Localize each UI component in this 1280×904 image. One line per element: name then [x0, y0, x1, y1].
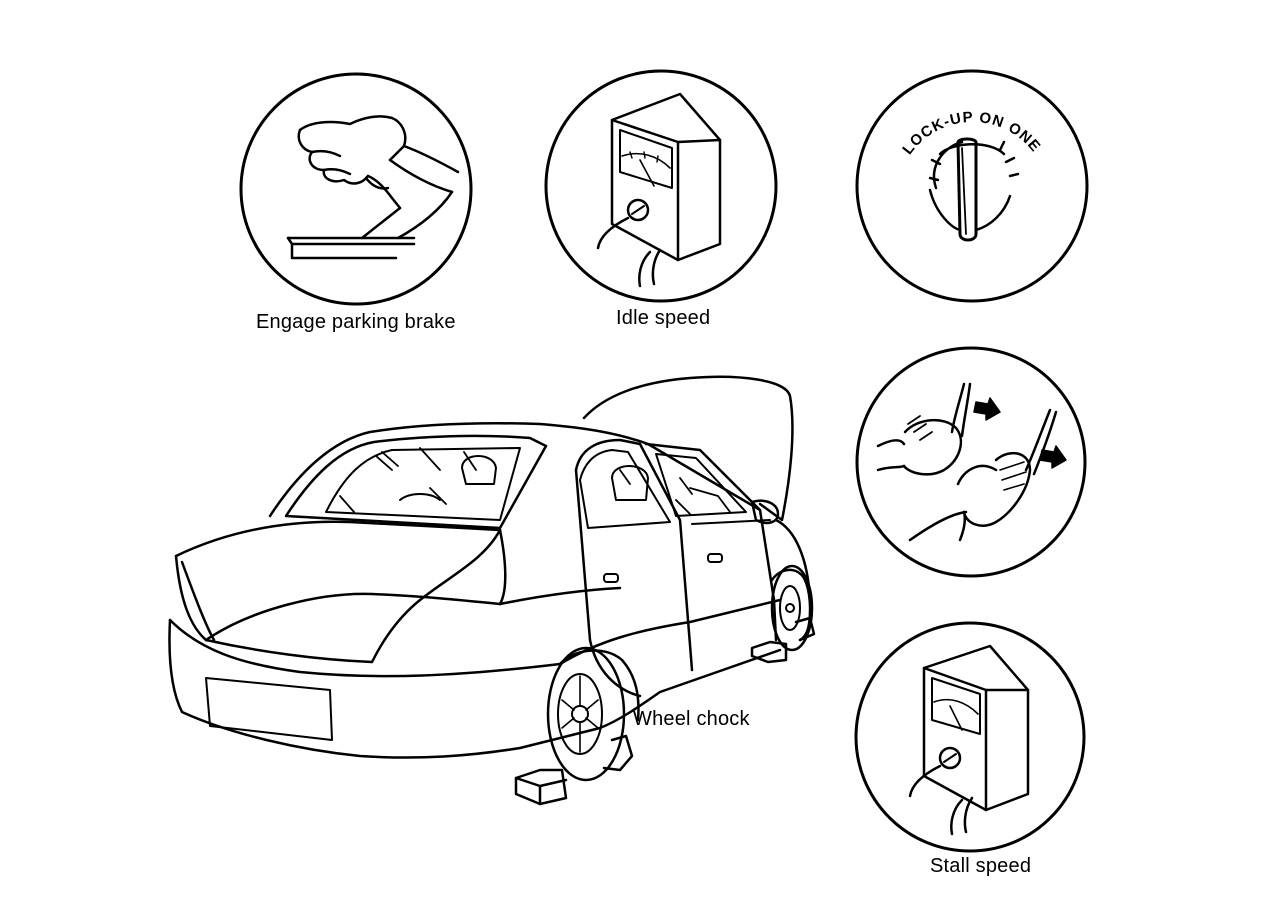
wheel-chock — [514, 734, 634, 806]
idle-speed-frame — [544, 69, 778, 303]
front-wheel — [770, 564, 814, 652]
stall-speed-frame — [854, 621, 1086, 853]
idle-speed-label: Idle speed — [616, 307, 711, 329]
selector-dial-icon — [928, 137, 1020, 242]
selector-legend-text: LOCK-UP ON ONE SLEEP — [0, 0, 1047, 160]
parking-brake-panel — [239, 72, 473, 306]
brake-lever-icon — [286, 236, 416, 260]
stall-speed-label: Stall speed — [930, 855, 1032, 877]
tachometer-icon — [908, 644, 1030, 836]
car-illustration — [168, 375, 812, 759]
tachometer-icon — [596, 92, 722, 288]
selector-legend: LOCK-UP ON ONE SLEEP — [0, 0, 1048, 160]
pedals-frame — [855, 346, 1087, 578]
parking-brake-label: Engage parking brake — [256, 311, 456, 333]
stall-speed-panel — [854, 621, 1086, 853]
idle-speed-panel — [544, 69, 778, 303]
wheel-chock-label: Wheel chock — [633, 708, 750, 730]
parking-brake-frame — [239, 72, 473, 306]
press-arrow-icon — [973, 397, 1067, 469]
wheel-chock — [750, 616, 816, 664]
hand-icon — [297, 115, 460, 240]
pedal-feet-icon — [876, 382, 1058, 542]
selector-panel: LOCK-UP ON ONE SLEEP — [0, 0, 1089, 303]
rear-wheel — [546, 646, 626, 782]
raised-hood — [582, 375, 794, 522]
selector-frame — [855, 69, 1089, 303]
side-mirror — [750, 499, 780, 525]
pedals-panel — [855, 346, 1087, 578]
